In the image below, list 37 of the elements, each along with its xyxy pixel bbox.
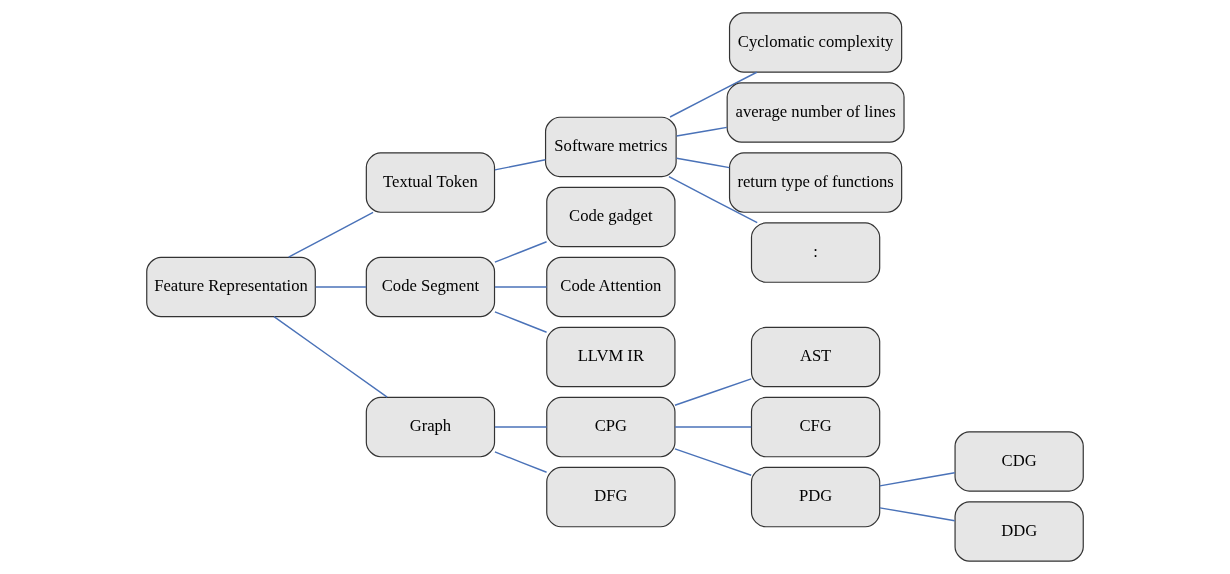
- connector: [315, 286, 367, 288]
- node-box: Textual Token: [365, 152, 496, 213]
- connector: [675, 157, 731, 169]
- node-box: CDG: [954, 431, 1084, 492]
- node-box: DFG: [546, 466, 676, 528]
- node-box: average number of lines: [726, 82, 905, 143]
- connector: [494, 286, 548, 288]
- connector: [674, 426, 752, 428]
- connector: [273, 316, 388, 398]
- connector: [494, 451, 548, 473]
- connector: [668, 175, 758, 224]
- node-box: AST: [750, 326, 881, 388]
- node-box: Code Attention: [546, 256, 676, 318]
- connector: [494, 241, 548, 263]
- node-box: Software metrics: [544, 116, 677, 178]
- connector: [674, 378, 752, 406]
- node-box: PDG: [750, 466, 881, 528]
- connector: [287, 211, 374, 258]
- connector: [674, 448, 752, 476]
- connector: [494, 159, 547, 171]
- node-box: return type of functions: [728, 152, 903, 213]
- node-box: Graph: [365, 396, 496, 458]
- node-box: :: [750, 222, 881, 283]
- node-box: Cyclomatic complexity: [728, 12, 903, 73]
- connector: [879, 471, 956, 487]
- node-box: LLVM IR: [546, 326, 676, 388]
- node-box: CFG: [750, 396, 881, 458]
- connector: [494, 426, 548, 428]
- connector: [669, 71, 758, 118]
- node-box: Code gadget: [546, 186, 676, 248]
- node-box: Code Segment: [365, 256, 496, 318]
- connector: [675, 126, 728, 137]
- node-box: Feature Representation: [146, 256, 316, 318]
- connector: [494, 311, 548, 333]
- node-box: CPG: [546, 396, 676, 458]
- connector: [879, 507, 956, 522]
- node-box: DDG: [954, 501, 1084, 562]
